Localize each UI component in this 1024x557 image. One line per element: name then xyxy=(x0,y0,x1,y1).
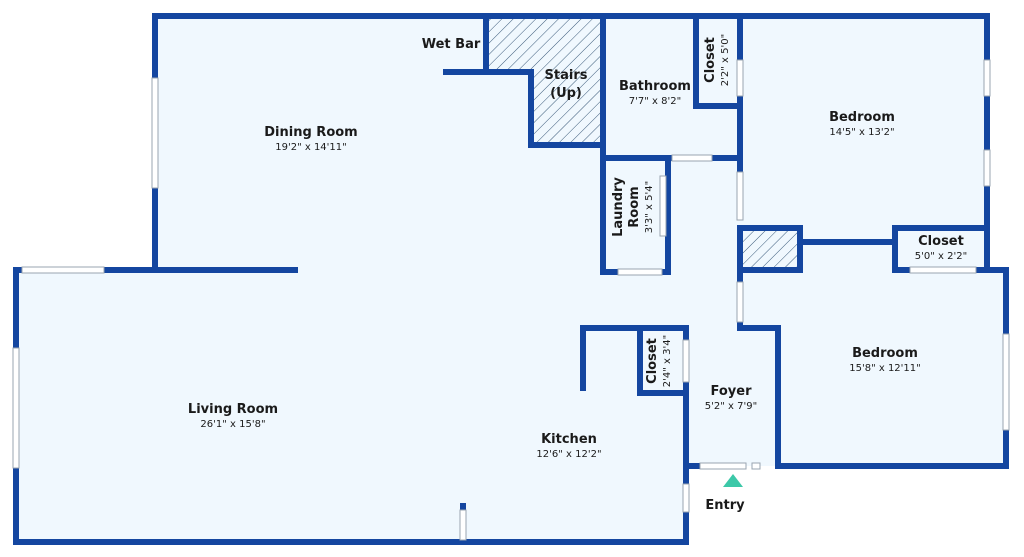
stairs-name: Stairs xyxy=(545,68,588,83)
bedroom1-name: Bedroom xyxy=(829,110,895,125)
dining-room-name: Dining Room xyxy=(264,125,357,140)
laundry-dims: 3'3" x 5'4" xyxy=(644,181,655,233)
bedroom2-dims: 15'8" x 12'11" xyxy=(849,363,921,374)
dining-room-dims: 19'2" x 14'11" xyxy=(275,142,347,153)
closet-mid-name: Closet xyxy=(645,338,660,384)
storage-hatch xyxy=(741,227,801,270)
entry-marker-icon xyxy=(723,474,743,487)
bedroom1-dims: 14'5" x 13'2" xyxy=(829,127,894,138)
wet-bar-name: Wet Bar xyxy=(422,37,481,52)
room-labels: Dining Room 19'2" x 14'11" Wet Bar Stair… xyxy=(188,34,967,513)
bathroom-dims: 7'7" x 8'2" xyxy=(629,96,681,107)
laundry-name-2: Room xyxy=(627,186,642,227)
foyer-name: Foyer xyxy=(711,384,753,399)
entry-label: Entry xyxy=(705,498,745,513)
foyer-dims: 5'2" x 7'9" xyxy=(705,401,757,412)
kitchen-name: Kitchen xyxy=(541,432,597,447)
closet-right-dims: 5'0" x 2'2" xyxy=(915,251,967,262)
bedroom2-name: Bedroom xyxy=(852,346,918,361)
closet-top-name: Closet xyxy=(703,37,718,83)
living-room-name: Living Room xyxy=(188,402,278,417)
closet-top-dims: 2'2" x 5'0" xyxy=(720,34,731,86)
living-room-dims: 26'1" x 15'8" xyxy=(200,419,265,430)
stairs-sub: (Up) xyxy=(550,86,582,101)
kitchen-dims: 12'6" x 12'2" xyxy=(536,449,601,460)
closet-right-name: Closet xyxy=(918,234,964,249)
windows xyxy=(12,59,1010,541)
closet-mid-dims: 2'4" x 3'4" xyxy=(662,335,673,387)
laundry-name-1: Laundry xyxy=(611,177,626,237)
bathroom-name: Bathroom xyxy=(619,79,691,94)
